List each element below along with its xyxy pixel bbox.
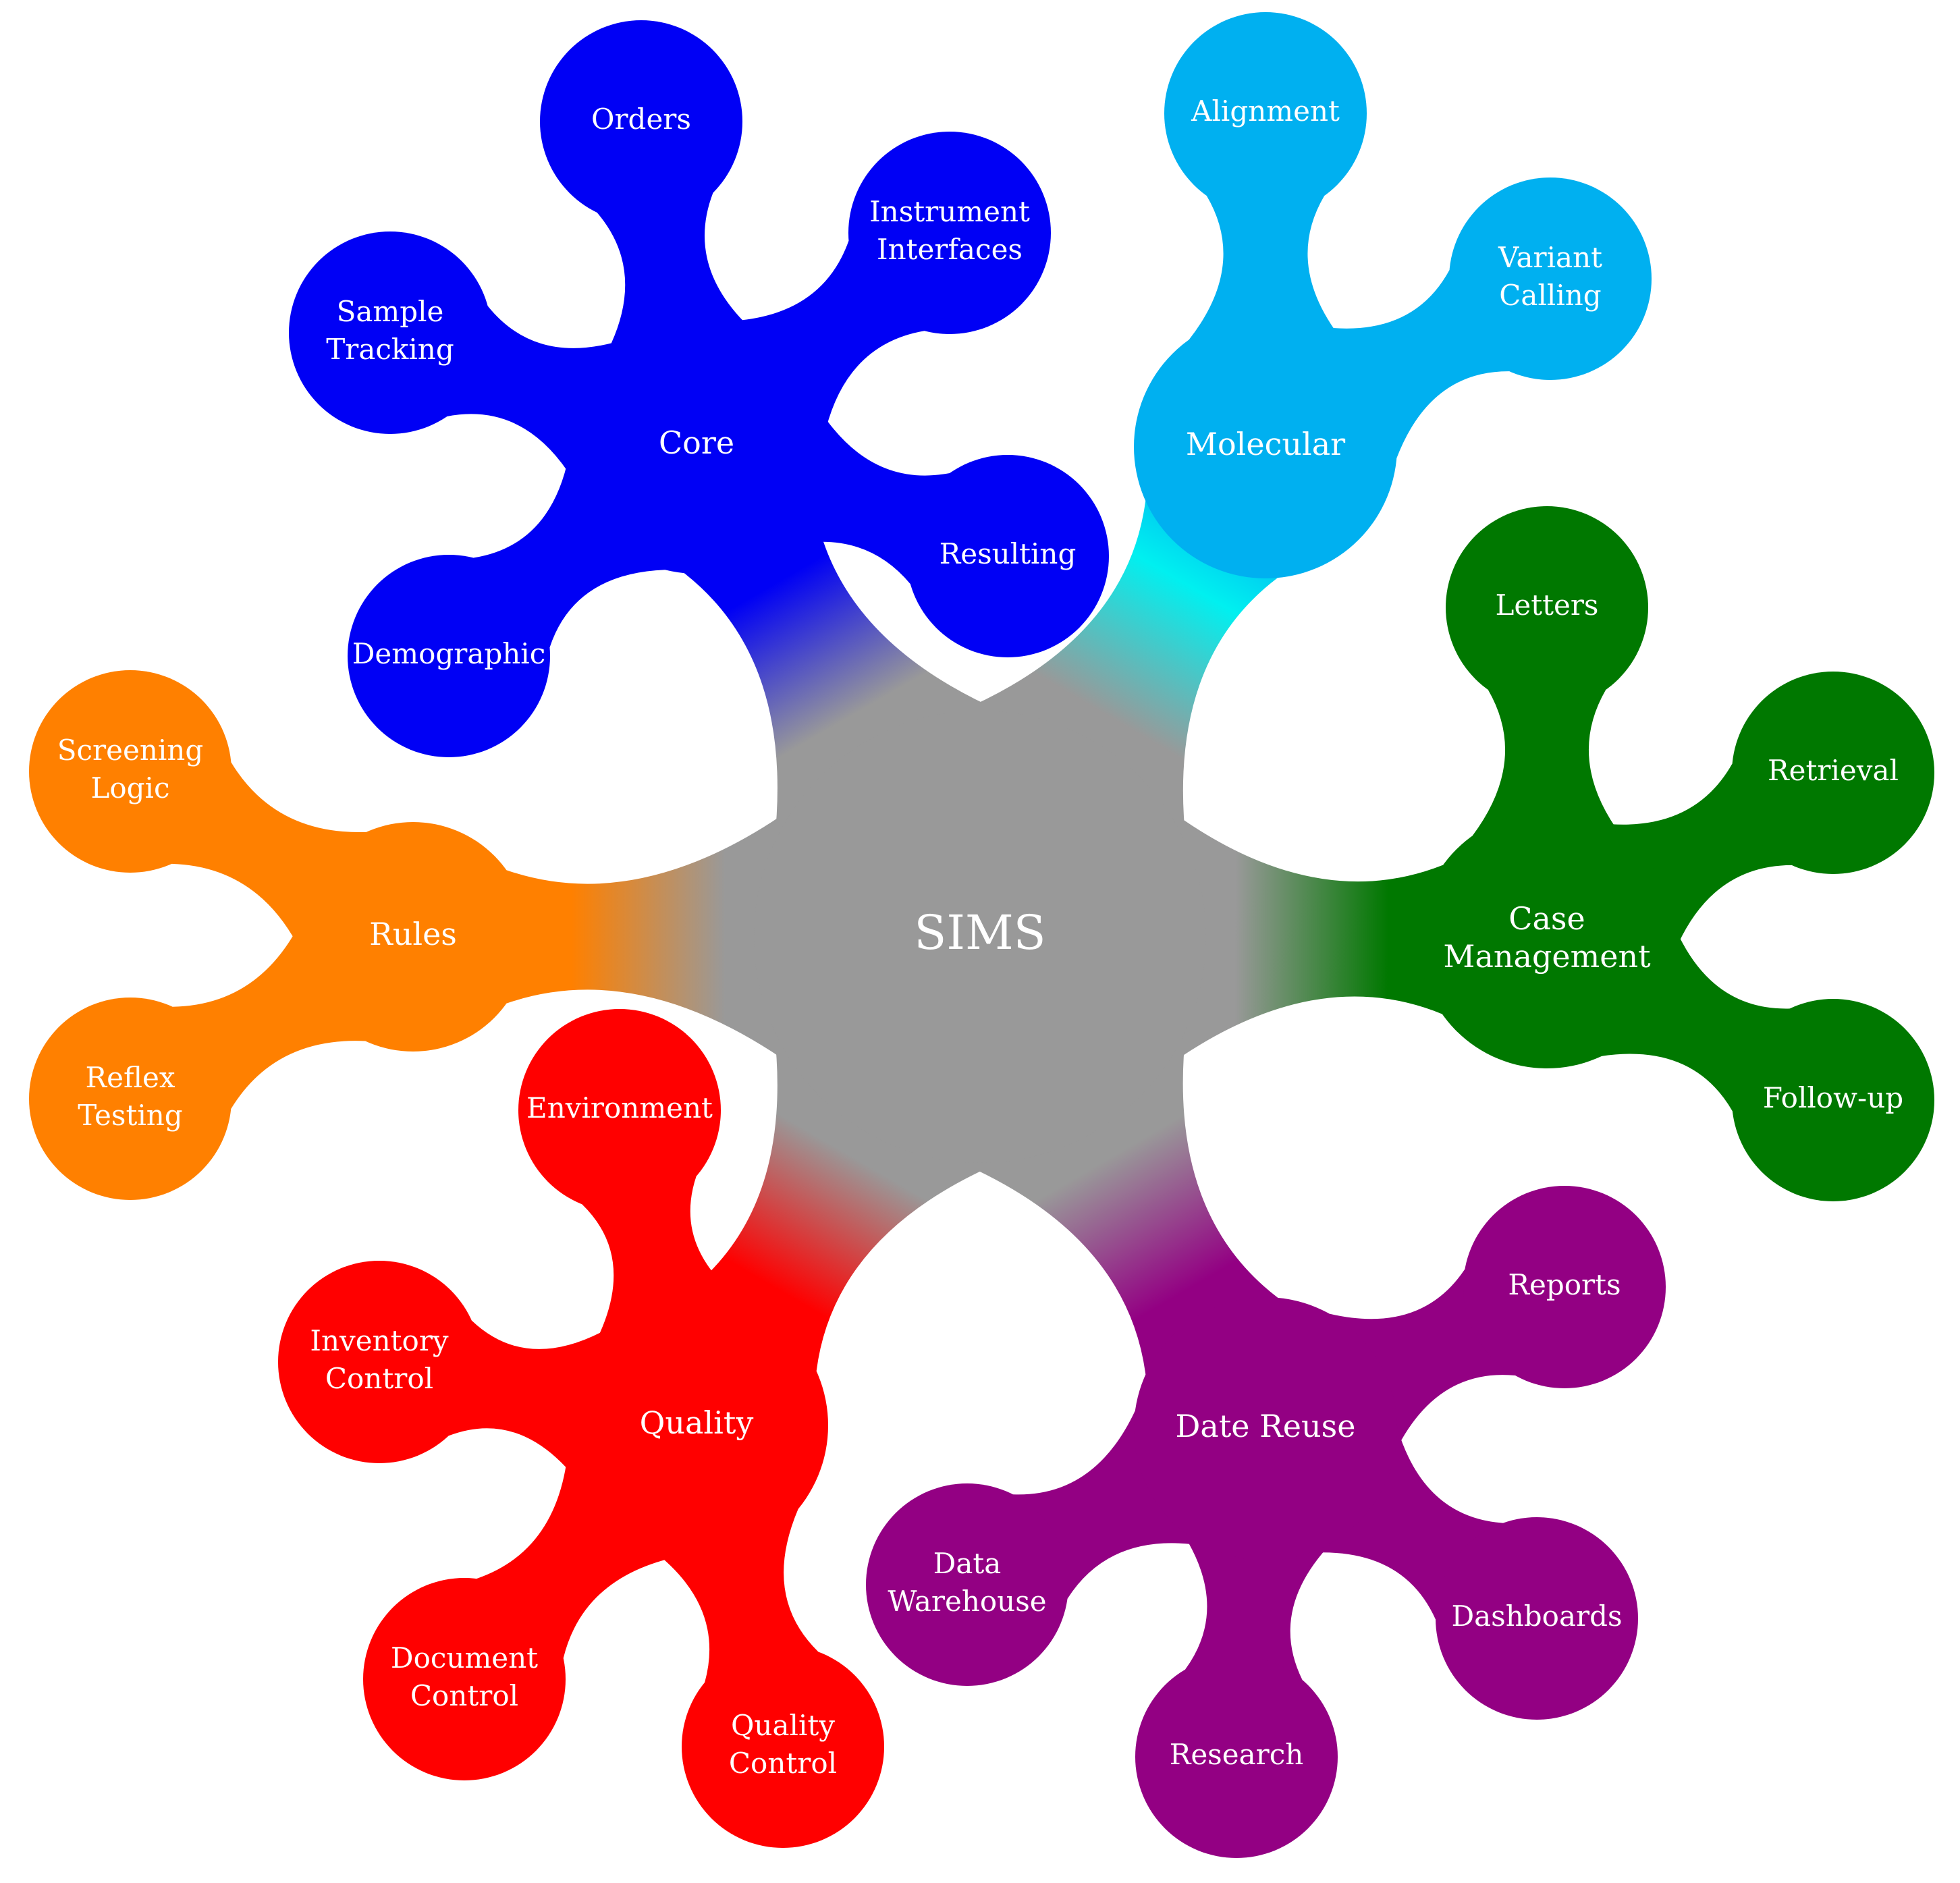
letters-label: Letters — [1496, 589, 1599, 622]
instrument-interfaces-node — [848, 132, 1051, 334]
document-control-node — [363, 1578, 566, 1780]
date-reuse-node — [1134, 1297, 1397, 1560]
demographics-label: Demographic — [352, 637, 546, 670]
retrieval-node — [1732, 672, 1934, 874]
case-management-connector — [1163, 806, 1444, 1070]
molecular-connector — [959, 501, 1278, 844]
environment-label: Environment — [526, 1091, 713, 1124]
data-warehouse-node — [866, 1483, 1068, 1686]
dashboards-label: Dashboards — [1451, 1600, 1622, 1633]
follow-up-node — [1732, 999, 1934, 1201]
rules-connector — [506, 805, 796, 1068]
alignment-node — [1164, 12, 1367, 215]
follow-up-label: Follow-up — [1763, 1081, 1903, 1114]
sims-center-node — [754, 711, 1206, 1163]
variant-calling-node — [1449, 178, 1652, 380]
letters-node — [1446, 506, 1648, 709]
reflex-testing-node — [29, 998, 232, 1200]
resulting-label: Resulting — [940, 537, 1077, 570]
core-node — [568, 317, 825, 574]
core-label: Core — [659, 425, 734, 461]
environment-node — [518, 1009, 721, 1211]
molecular-node — [1134, 315, 1397, 578]
demographics-node — [348, 555, 550, 757]
orders-label: Orders — [591, 103, 691, 136]
orders-connector — [597, 192, 753, 356]
research-node — [1135, 1656, 1338, 1858]
alignment-label: Alignment — [1191, 94, 1340, 128]
letters-connector — [1472, 690, 1622, 836]
rules-node — [298, 822, 528, 1052]
rules-label: Rules — [369, 916, 457, 952]
screening-logic-node — [29, 670, 232, 873]
sample-tracking-node — [289, 231, 491, 434]
date-reuse-label: Date Reuse — [1176, 1408, 1356, 1444]
research-connector — [1180, 1529, 1332, 1681]
research-label: Research — [1170, 1738, 1304, 1771]
quality-connector — [684, 1030, 1002, 1371]
alignment-connector — [1189, 196, 1342, 340]
sims-center-label: SIMS — [914, 905, 1045, 960]
quality-label: Quality — [640, 1404, 754, 1441]
reports-node — [1463, 1186, 1666, 1388]
quality-node — [565, 1294, 828, 1557]
quality-control-node — [682, 1645, 884, 1848]
resulting-node — [906, 455, 1109, 657]
orders-node — [540, 20, 742, 223]
inventory-control-node — [278, 1261, 481, 1463]
dashboards-node — [1436, 1517, 1638, 1720]
case-management-node — [1419, 812, 1675, 1068]
retrieval-label: Retrieval — [1768, 754, 1899, 787]
molecular-label: Molecular — [1186, 426, 1345, 462]
reports-label: Reports — [1508, 1268, 1621, 1301]
